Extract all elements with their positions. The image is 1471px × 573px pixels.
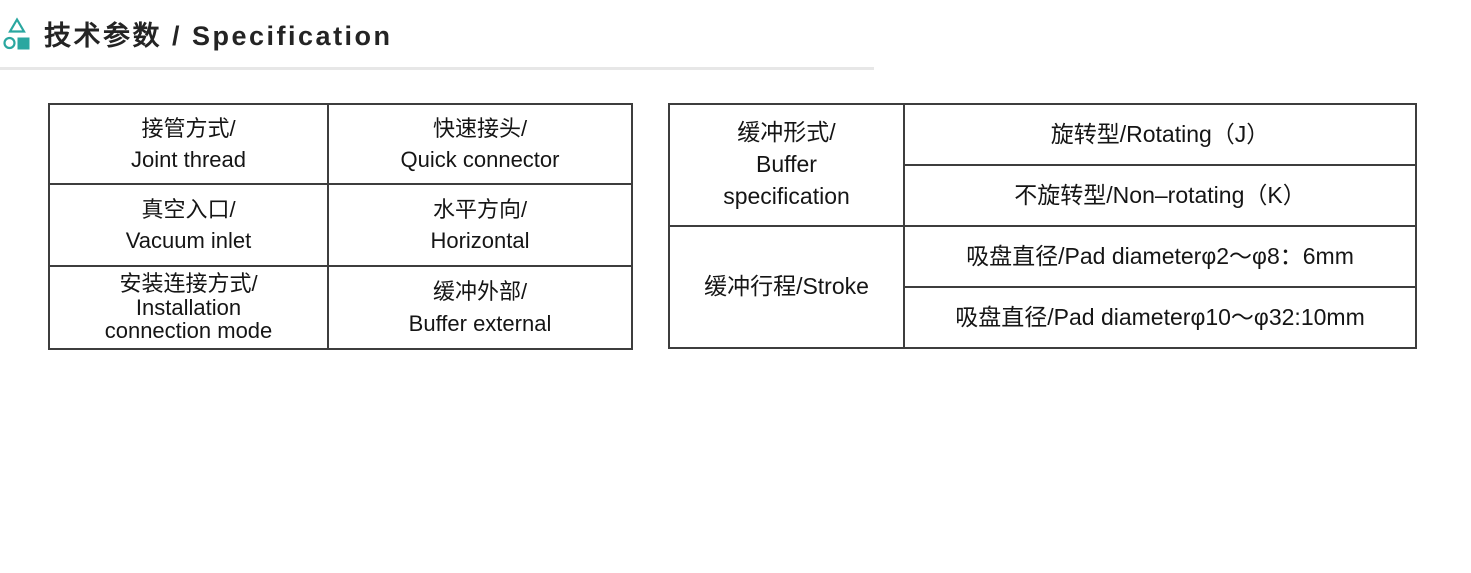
cell-text: Vacuum inlet (125, 228, 252, 253)
param-cell-stroke: 缓冲行程/Stroke (668, 225, 905, 349)
cell-text: 接管方式/ (141, 115, 236, 141)
header-divider (0, 67, 874, 70)
value-cell-buffer-external: 缓冲外部/ Buffer external (327, 265, 633, 350)
section-header: 技术参数 / Specification (3, 14, 393, 53)
cell-text: connection mode (104, 318, 273, 344)
value-cell-rotating: 旋转型/Rotating（J） (903, 103, 1417, 166)
cell-text: 缓冲行程/Stroke (704, 273, 869, 300)
cell-text: 水平方向/ (432, 196, 528, 222)
cell-text: 缓冲外部/ (432, 279, 528, 305)
cell-text: 快速接头/ (432, 115, 528, 141)
geometric-shapes-icon (3, 16, 30, 49)
table-row: 吸盘直径/Pad diameterφ10～φ32:10mm (669, 286, 1417, 349)
value-cell-non-rotating: 不旋转型/Non–rotating（K） (903, 164, 1417, 227)
table-row: 缓冲行程/Stroke 吸盘直径/Pad diameterφ2～φ8：6mm (668, 225, 1417, 349)
cell-text: 安装连接方式/ (119, 270, 258, 296)
value-cell-horizontal: 水平方向/ Horizontal (327, 183, 633, 267)
param-cell-buffer-specification: 缓冲形式/ Buffer specification (668, 103, 905, 227)
table-row: 真空入口/ Vacuum inlet 水平方向/ Horizontal (48, 183, 633, 267)
cell-text: 真空入口/ (141, 196, 236, 222)
table-row: 不旋转型/Non–rotating（K） (669, 164, 1417, 227)
param-cell-joint-thread: 接管方式/ Joint thread (48, 103, 329, 185)
cell-text: Buffer (756, 151, 817, 178)
param-cell-vacuum-inlet: 真空入口/ Vacuum inlet (48, 183, 329, 267)
cell-text: Quick connector (400, 147, 560, 172)
table-row: 接管方式/ Joint thread 快速接头/ Quick connector (48, 103, 633, 185)
value-cell-pad-diameter-large: 吸盘直径/Pad diameterφ10～φ32:10mm (903, 286, 1417, 349)
spec-table-right: 缓冲形式/ Buffer specification 旋转型/Rotating（… (668, 103, 1417, 349)
cell-text: Installation (135, 294, 242, 320)
value-cell-quick-connector: 快速接头/ Quick connector (327, 103, 633, 185)
cell-text: 缓冲形式/ (737, 119, 836, 146)
value-cell-pad-diameter-small: 吸盘直径/Pad diameterφ2～φ8：6mm (903, 225, 1417, 288)
cell-text: Buffer external (408, 310, 552, 336)
table-row: 安装连接方式/ Installation connection mode 缓冲外… (48, 265, 633, 350)
cell-text: Horizontal (430, 228, 530, 253)
table-row: 缓冲形式/ Buffer specification 旋转型/Rotating（… (668, 103, 1417, 227)
cell-text: specification (723, 182, 850, 209)
param-cell-installation-mode: 安装连接方式/ Installation connection mode (48, 265, 329, 350)
spec-table-left: 接管方式/ Joint thread 快速接头/ Quick connector… (48, 103, 633, 350)
page-title: 技术参数 / Specification (44, 21, 393, 51)
cell-text: Joint thread (131, 147, 246, 172)
